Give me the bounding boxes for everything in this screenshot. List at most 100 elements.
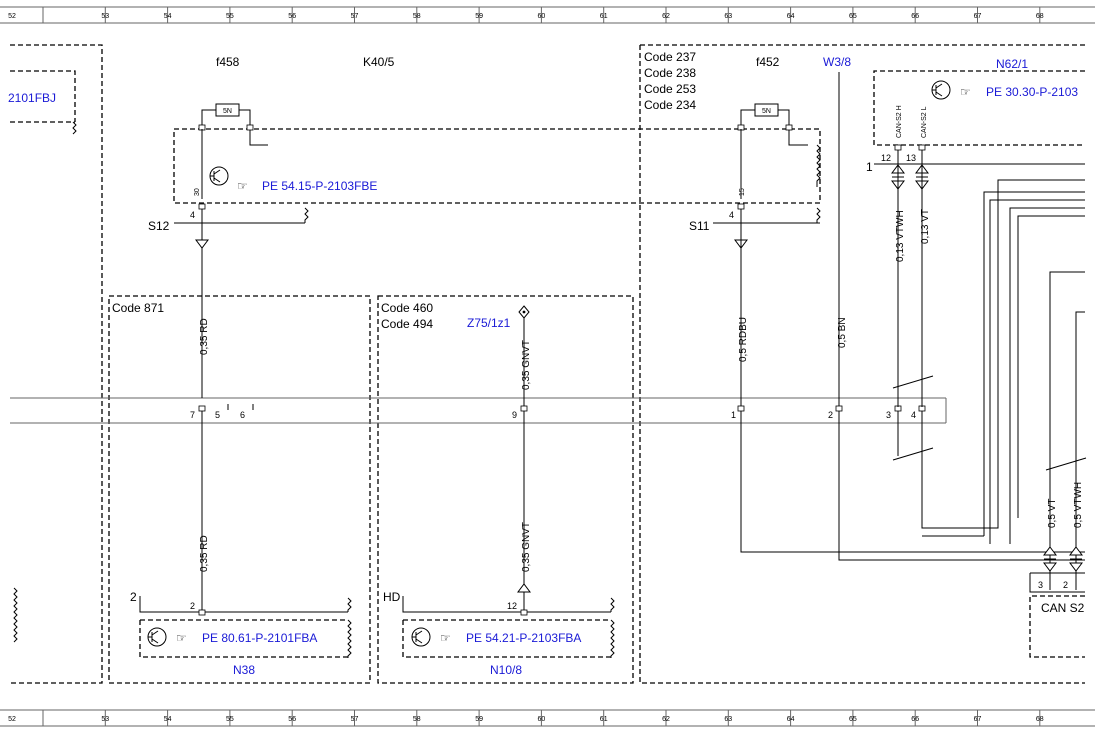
ruler-cell-label: 67 (974, 716, 982, 723)
pin-13: 13 (906, 153, 916, 163)
pe-n38-link[interactable]: PE 80.61-P-2101FBA (202, 631, 317, 645)
transistor-icon (931, 80, 951, 100)
transistor-icon (411, 627, 431, 647)
hand-pointer-icon: ☞ (237, 179, 248, 193)
wire-label-gnvt-1: 0,35 GNVT (521, 340, 532, 390)
wire-label-gnvt-2: 0,35 GNVT (521, 522, 532, 572)
hd-label: HD (383, 590, 401, 604)
left-section-frame (10, 44, 103, 684)
left-zigzag (13, 587, 18, 643)
ruler-cell-label: 57 (351, 13, 359, 20)
code-871-frame (108, 295, 371, 684)
bus-pins-right: 1 2 3 4 (731, 405, 926, 420)
svg-text:7: 7 (190, 410, 195, 420)
ruler-cell-label: 68 (1036, 13, 1044, 20)
pin-4b: 4 (729, 210, 734, 220)
ruler-cell-label: 64 (787, 13, 795, 20)
can-s2-module (1029, 595, 1085, 658)
ruler-cell-label: 53 (101, 716, 109, 723)
pin-2-n38: 2 (190, 601, 195, 611)
ruler-cell-label: 55 (226, 716, 234, 723)
ruler-cell-label: 61 (600, 13, 608, 20)
code-460-frame (377, 295, 634, 684)
pin-12: 12 (881, 153, 891, 163)
pin-4a: 4 (190, 210, 195, 220)
code-460-label: Code 460 (381, 301, 433, 315)
pin-12-n10: 12 (507, 601, 517, 611)
svg-text:5: 5 (215, 410, 220, 420)
svg-text:5N: 5N (762, 108, 771, 115)
pin-2-can: 2 (1063, 580, 1068, 590)
ruler-cell-label: 53 (101, 13, 109, 20)
pe-k40-link[interactable]: PE 54.15-P-2103FBE (262, 179, 377, 193)
f452-label: f452 (756, 55, 780, 69)
svg-text:3: 3 (886, 410, 891, 420)
pe-n62-link[interactable]: PE 30.30-P-2103 (986, 85, 1078, 99)
pin-9: 9 (512, 410, 517, 420)
hand-pointer-icon: ☞ (440, 631, 451, 645)
bus-pins-left: 7 5 6 (190, 404, 254, 420)
ruler-cell-label: 64 (787, 716, 795, 723)
ruler-cell-label: 66 (911, 13, 919, 20)
ruler-cell-label: 62 (662, 716, 670, 723)
pin-30: 30 (194, 188, 201, 196)
ruler-cell-label: 56 (288, 13, 296, 20)
z75-label[interactable]: Z75/1z1 (467, 316, 511, 330)
n62-1-module (873, 70, 1085, 146)
left-ref-label[interactable]: 2101FBJ (8, 91, 56, 105)
ruler-cell-label: 63 (724, 716, 732, 723)
wire-label-vtwh-2: 0,5 VTWH (1073, 482, 1084, 528)
ruler-cell-label: 59 (475, 13, 483, 20)
bottom-ruler: 525354555657585960616263646566676869 (0, 709, 1095, 727)
svg-text:1: 1 (731, 410, 736, 420)
pe-n10-link[interactable]: PE 54.21-P-2103FBA (466, 631, 581, 645)
right-section-frame (639, 45, 1085, 684)
wire-label-vt-1: 0,13 VT (920, 209, 931, 244)
svg-text:Code 234: Code 234 (644, 98, 696, 112)
ruler-cell-label: 57 (351, 716, 359, 723)
top-ruler: 525354555657585960616263646566676869 (0, 6, 1095, 24)
fuse-f458[interactable]: 5N (198, 103, 268, 146)
wire-label-vtwh-1: 0,13 VTWH (895, 210, 906, 262)
pin-15: 15 (739, 188, 746, 196)
fuse-f452[interactable]: 5N (737, 103, 808, 146)
n10-8-label[interactable]: N10/8 (490, 663, 522, 677)
svg-text:6: 6 (240, 410, 245, 420)
wire-label-rd-1: 0,35 RD (199, 318, 210, 355)
can-h-pin: CAN-S2 H (896, 105, 903, 138)
ruler-cell-label: 58 (413, 716, 421, 723)
n62-pin-label: 1 (866, 160, 873, 174)
ruler-cell-label: 65 (849, 13, 857, 20)
ruler-cell-label: 66 (911, 716, 919, 723)
ruler-cell-label: 52 (8, 13, 16, 20)
ruler-cell-label: 54 (164, 13, 172, 20)
svg-text:Code 253: Code 253 (644, 82, 696, 96)
svg-text:Code 237: Code 237 (644, 50, 696, 64)
ruler-cell-label: 67 (974, 13, 982, 20)
ruler-cell-label: 65 (849, 716, 857, 723)
transistor-icon (147, 627, 167, 647)
svg-text:2: 2 (828, 410, 833, 420)
ruler-cell-label: 59 (475, 716, 483, 723)
hand-pointer-icon: ☞ (960, 85, 971, 99)
can-s2-label: CAN S2 (1041, 601, 1085, 615)
n62-1-label[interactable]: N62/1 (996, 57, 1028, 71)
s12-label: S12 (148, 219, 170, 233)
ruler-cell-label: 61 (600, 716, 608, 723)
code-494-label: Code 494 (381, 317, 433, 331)
w3-8-label[interactable]: W3/8 (823, 55, 851, 69)
ruler-cell-label: 58 (413, 13, 421, 20)
ruler-cell-label: 68 (1036, 716, 1044, 723)
code-871-label: Code 871 (112, 301, 164, 315)
left-edge-component: 2101FBJ (8, 70, 77, 135)
ruler-cell-label: 56 (288, 716, 296, 723)
k40-5-label: K40/5 (363, 55, 395, 69)
wire-label-rdbu: 0,5 RDBU (738, 317, 749, 362)
svg-text:Code 238: Code 238 (644, 66, 696, 80)
f458-label: f458 (216, 55, 240, 69)
hand-pointer-icon: ☞ (176, 631, 187, 645)
ruler-cell-label: 60 (538, 716, 546, 723)
code-list: Code 237 Code 238 Code 253 Code 234 (644, 50, 696, 112)
n38-label[interactable]: N38 (233, 663, 255, 677)
